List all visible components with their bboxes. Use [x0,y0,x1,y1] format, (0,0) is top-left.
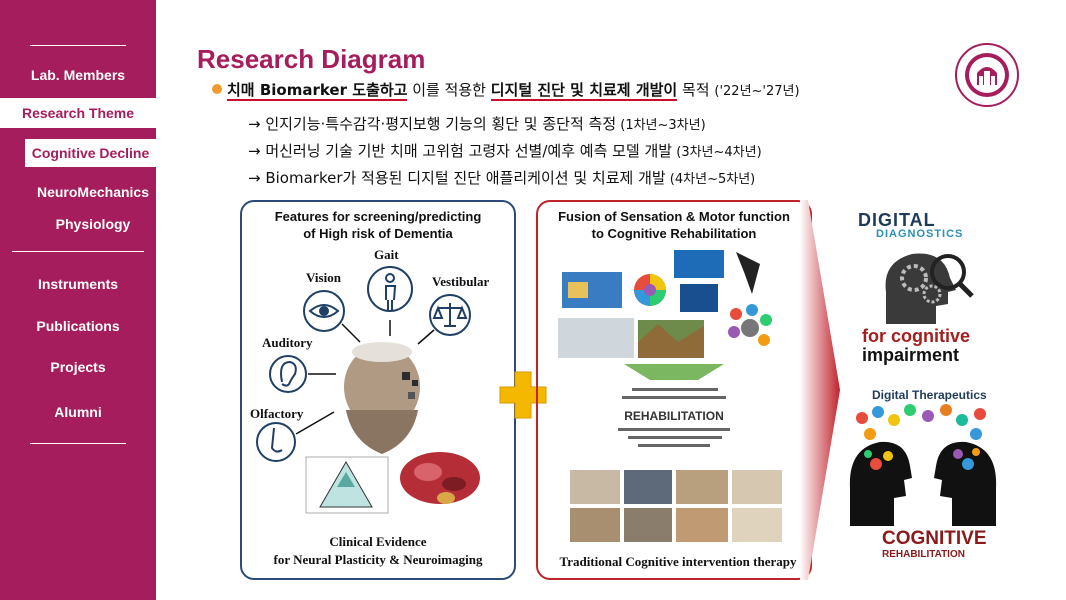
panel-title: Fusion of Sensation & Motor function [558,209,790,224]
word-cloud-center: REHABILITATION [624,409,724,423]
sidebar-item-neuromechanics[interactable]: NeuroMechanics [36,184,150,200]
sidebar-item-research-theme[interactable]: Research Theme [0,98,156,128]
subitem-2: → 머신러닝 기술 기반 치매 고위험 고령자 선별/예후 예측 모델 개발 (… [248,142,762,160]
arrow-right-icon [800,200,840,580]
objective-text: 목적 [677,81,715,99]
sidebar: Lab. Members Research Theme Cognitive De… [0,0,156,600]
panel-title: Features for screening/predicting [274,209,482,224]
subitem-1: → 인지기능·특수감각·평지보행 기능의 횡단 및 종단적 측정 (1차년~3차… [248,115,706,133]
dd-title-1: DIGITAL [858,210,936,230]
gears-head-icon [885,253,974,324]
two-heads-icon [848,404,998,528]
label-vestibular: Vestibular [432,274,490,289]
objective-highlight-1: 치매 Biomarker 도출하고 [227,81,408,101]
sidebar-item-physiology[interactable]: Physiology [55,216,131,232]
sidebar-divider [30,45,126,46]
bullet-dot-icon [212,84,222,94]
plus-icon [499,371,547,419]
sensory-features-illustration [256,266,480,514]
panel-caption: Traditional Cognitive intervention thera… [559,554,797,569]
dd-title-2: DIAGNOSTICS [876,228,964,240]
dt-title: Digital Therapeutics [872,388,987,402]
objective-period: ('22년~'27년) [714,84,800,99]
label-auditory: Auditory [262,335,313,350]
sidebar-item-projects[interactable]: Projects [50,359,106,375]
dd-caption-1: for cognitive [862,326,971,346]
sidebar-item-instruments[interactable]: Instruments [37,276,119,292]
panel-caption: for Neural Plasticity & Neuroimaging [273,552,483,567]
panel-caption: Clinical Evidence [329,534,427,549]
objective-highlight-2: 디지털 진단 및 치료제 개발이 [490,81,678,101]
screening-features-panel: Features for screening/predicting of Hig… [240,200,516,580]
rehabilitation-collage: REHABILITATION [558,250,782,542]
sidebar-item-cognitive-decline[interactable]: Cognitive Decline [25,139,156,167]
panel-title: of High risk of Dementia [303,226,453,241]
dt-caption-1: COGNITIVE [882,528,987,549]
objective-text: 이를 적용한 [407,81,491,99]
sidebar-item-lab-members[interactable]: Lab. Members [30,67,126,83]
fusion-rehabilitation-panel: Fusion of Sensation & Motor function to … [536,200,812,580]
label-olfactory: Olfactory [250,406,304,421]
dt-caption-2: REHABILITATION [882,549,965,560]
label-vision: Vision [306,270,341,285]
sidebar-divider [12,251,144,252]
dd-caption-2: impairment [862,345,960,365]
page-title: Research Diagram [197,44,426,74]
sidebar-item-alumni[interactable]: Alumni [54,404,102,420]
university-seal-logo [955,43,1019,107]
sidebar-item-publications[interactable]: Publications [36,318,120,334]
subitem-3: → Biomarker가 적용된 디지털 진단 애플리케이션 및 치료제 개발 … [248,169,756,187]
panel-title: to Cognitive Rehabilitation [591,226,757,241]
label-gait: Gait [374,247,399,262]
sidebar-divider [30,443,126,444]
objective-line: 치매 Biomarker 도출하고 이를 적용한 디지털 진단 및 치료제 개발… [212,79,800,101]
